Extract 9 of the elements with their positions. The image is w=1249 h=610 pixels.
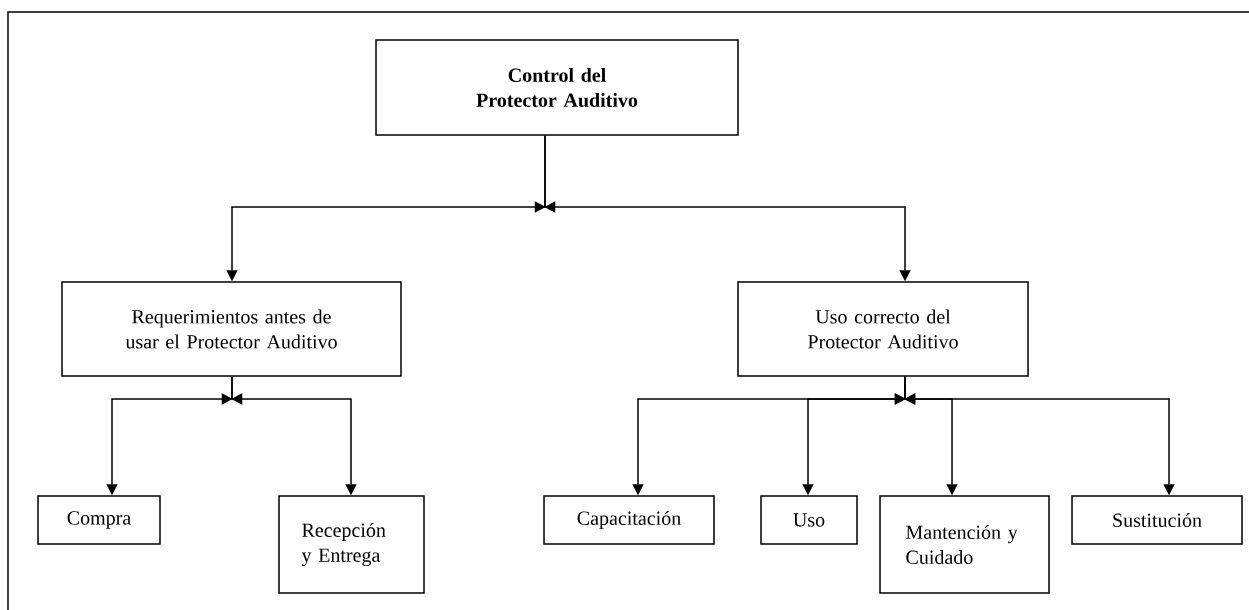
box: Control del Protector Auditivo [375, 39, 739, 136]
box: Mantención y Cuidado [879, 495, 1050, 594]
box: Uso [760, 495, 858, 545]
box: Requerimientos antes de usar el Protector Auditivo [61, 281, 402, 377]
box: Capacitación [543, 495, 715, 545]
box: Recepción y Entrega [278, 495, 425, 594]
box: Sustitución [1071, 495, 1243, 545]
box: Compra [37, 495, 161, 545]
box: Uso correcto del Protector Auditivo [737, 281, 1029, 377]
